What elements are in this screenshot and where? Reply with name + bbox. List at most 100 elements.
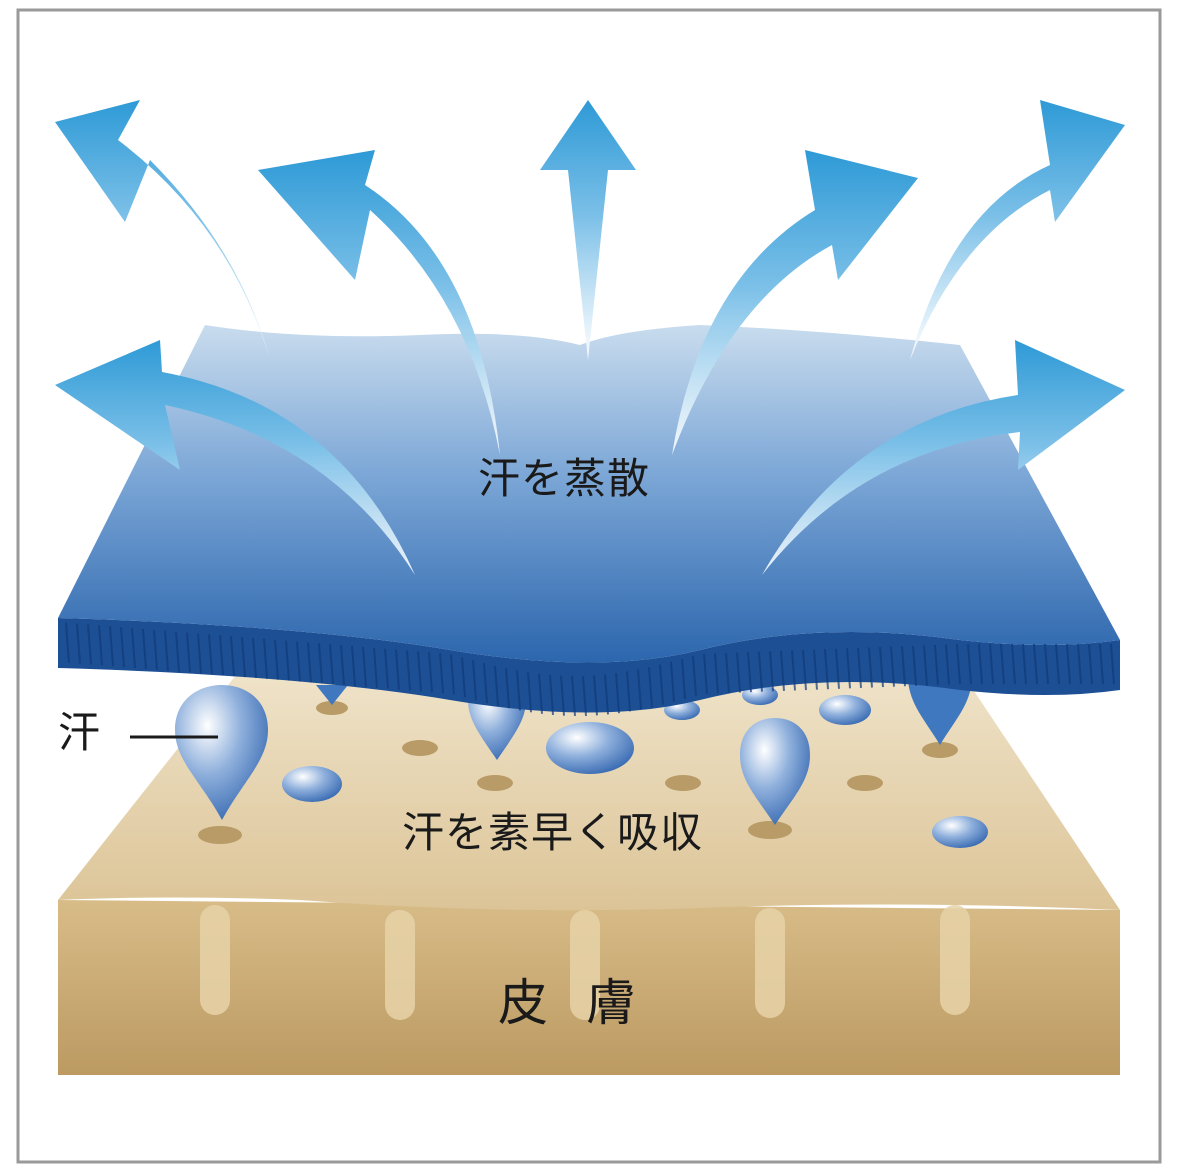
fabric-edge-tick [967, 643, 972, 685]
fabric-top [58, 325, 1120, 663]
fabric-edge-tick [417, 651, 422, 692]
fabric-edge-tick [318, 643, 323, 684]
fabric-edge-tick [681, 658, 686, 700]
fabric-edge-tick [1022, 643, 1027, 685]
sweat-gland-channels [200, 905, 970, 1020]
evaporation-arrow-icon [672, 150, 918, 455]
fabric-edge-tick [252, 637, 257, 678]
fabric-edge-tick [1099, 643, 1104, 685]
fabric-edge-tick [307, 642, 312, 683]
fabric-edge-tick [1066, 643, 1071, 685]
fabric-layer [58, 325, 1120, 717]
fabric-edge-tick [868, 647, 873, 688]
fabric-edge-tick [890, 646, 895, 687]
fabric-edge-tick [901, 646, 906, 687]
fabric-edge-tick [340, 645, 345, 686]
evaporation-arrows [55, 100, 1125, 575]
pore-icon [198, 826, 242, 844]
label-absorb: 汗を素早く吸収 [402, 808, 704, 857]
fabric-edge-tick [175, 631, 180, 672]
frame-border [16, 8, 1162, 1164]
fabric-edge-tick [989, 643, 994, 685]
fabric-edge-tick [626, 671, 631, 712]
fabric-edge-tick [725, 652, 730, 694]
fabric-edge-tick [131, 627, 136, 669]
pores [198, 701, 958, 844]
fabric-edge-tick [351, 645, 356, 687]
fabric-edge-tick [648, 667, 653, 708]
fabric-edge-tick [879, 647, 884, 688]
fabric-edge-tick [1077, 643, 1082, 685]
fabric-edge-tick [835, 648, 840, 689]
fabric-edge-tick [692, 655, 697, 697]
sweat-drop-icon [546, 722, 634, 774]
fabric-edge-tick [791, 650, 796, 691]
fabric-edge-tick [142, 628, 147, 670]
fabric-edge-tick [1110, 643, 1115, 685]
fabric-edge-tick [637, 669, 642, 710]
fabric-edge-tick [439, 653, 444, 694]
label-skin: 皮膚 [498, 974, 674, 1032]
fabric-edge-tick [472, 660, 477, 701]
fabric-edge-tick [923, 645, 928, 686]
fabric-edge-tick [571, 675, 576, 717]
pore-icon [477, 775, 513, 791]
fabric-edge-tick [219, 635, 224, 676]
fabric-edge-tick [87, 624, 92, 665]
fabric-edge-tick [1011, 643, 1016, 685]
fabric-edge-tick [1055, 643, 1060, 685]
fabric-edge-tick [824, 649, 829, 690]
fabric-edge-tick [483, 663, 488, 704]
evaporation-arrow-icon [55, 100, 270, 360]
fabric-edge-tick [714, 653, 719, 694]
sweat-drop-icon [932, 816, 988, 848]
fabric-edge-tick [362, 646, 367, 687]
fabric-edge-tick [208, 634, 213, 675]
fabric-edge-tick [527, 672, 532, 713]
fabric-edge-tick [197, 633, 202, 674]
fabric-edge-tick [604, 674, 609, 715]
label-evaporate: 汗を蒸散 [478, 454, 651, 503]
fabric-edge-tick [846, 648, 851, 689]
evaporation-arrow-icon [55, 340, 415, 575]
evaporation-arrow-icon [540, 100, 636, 360]
skin-top-surface [58, 670, 1120, 911]
fabric-edge-tick [758, 651, 763, 692]
fabric-edge-tick [670, 661, 675, 702]
fabric-edge-tick [109, 626, 114, 667]
pore-icon [847, 775, 883, 791]
fabric-edge-tick [505, 668, 510, 709]
label-sweat: 汗 [58, 708, 101, 757]
fabric-edge-tick [659, 664, 664, 705]
pore-icon [665, 775, 701, 791]
fabric-edge-tick [1000, 643, 1005, 685]
fabric-edge-tick [450, 654, 455, 695]
sweat-drop-icon [740, 718, 810, 825]
sweat-drop-icon [316, 685, 348, 705]
fabric-edge-tick [461, 657, 466, 698]
pore-icon [402, 740, 438, 756]
fabric-edge-tick [98, 625, 103, 666]
fabric-edge-tick [560, 675, 565, 716]
fabric-edge-tick [912, 645, 917, 686]
fabric-edge-tick [593, 675, 598, 716]
pore-icon [922, 742, 958, 758]
fabric-edge-tick [747, 652, 752, 693]
fabric-edge-tick [516, 670, 521, 711]
pore-icon [316, 701, 348, 715]
fabric-edge-tick [538, 673, 543, 714]
evaporation-arrow-icon [762, 340, 1125, 575]
fabric-edge-tick [857, 647, 862, 688]
evaporation-arrow-icon [910, 100, 1125, 360]
fabric-edge-tick [802, 649, 807, 691]
fabric-edge [58, 618, 1120, 713]
fabric-edge-ticks [65, 622, 1115, 717]
fabric-edge-tick [736, 652, 741, 693]
fabric-edge-tick [934, 644, 939, 686]
fabric-edge-tick [1033, 643, 1038, 685]
fabric-edge-tick [285, 640, 290, 681]
fabric-edge-tick [395, 649, 400, 690]
sweat-drop-icon [282, 766, 342, 802]
